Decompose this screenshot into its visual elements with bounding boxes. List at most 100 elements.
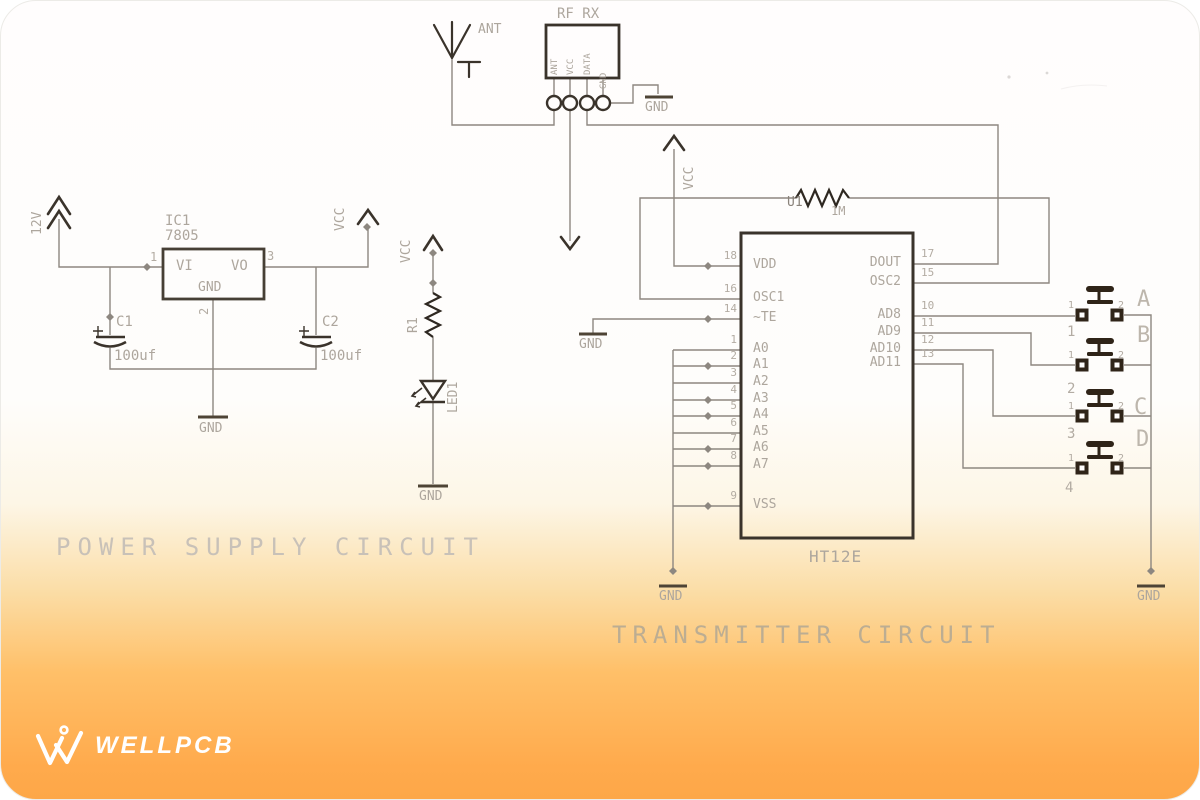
ic1-part: 7805 — [165, 228, 199, 244]
rf-pin-gnd: GND — [599, 72, 609, 89]
vcc-led-label: VCC — [399, 239, 414, 263]
button-d[interactable] — [1075, 441, 1124, 475]
wire-num-1: 1 — [1067, 324, 1076, 340]
btn-a-pin1: 1 — [1068, 300, 1075, 311]
btn-a-pin2: 2 — [1118, 300, 1125, 311]
rf-module-title: RF RX — [557, 6, 600, 22]
pin-num-8: 8 — [730, 449, 737, 462]
pin2-num: 2 — [197, 307, 211, 315]
pin-num-3: 3 — [730, 366, 737, 379]
btn-c-pin1: 1 — [1068, 401, 1075, 412]
btn-b-pin2: 2 — [1118, 350, 1125, 361]
encoder-ht12e-outline — [739, 231, 915, 540]
rf-pin-data: DATA — [583, 53, 593, 75]
pin-num-17: 17 — [921, 247, 935, 260]
pin-num-12: 12 — [921, 333, 935, 346]
r1-ref: R1 — [406, 317, 421, 333]
pin-name-a0: A0 — [753, 341, 769, 356]
pin-name-a3: A3 — [753, 391, 769, 406]
pin-name-dout: DOUT — [869, 255, 901, 270]
wire-num-4: 4 — [1065, 480, 1074, 496]
pin-num-6: 6 — [730, 416, 737, 429]
btn-b-pin1: 1 — [1068, 350, 1075, 361]
pin-vi-label: VI — [176, 258, 193, 274]
button-b[interactable] — [1075, 338, 1124, 372]
button-a[interactable] — [1075, 286, 1124, 322]
pin-num-15: 15 — [921, 266, 935, 279]
supply-arrows — [46, 133, 686, 252]
antenna-label: ANT — [478, 22, 502, 37]
c1-value: 100uf — [114, 348, 157, 364]
rf-pin-ant: ANT — [550, 58, 560, 75]
wire-num-3: 3 — [1067, 426, 1076, 442]
btn-d-pin1: 1 — [1068, 453, 1075, 464]
pin-num-7: 7 — [730, 432, 737, 445]
arrow-vcc-encoder — [662, 133, 686, 152]
antenna-icon — [432, 20, 482, 79]
pin-name-a2: A2 — [753, 374, 769, 389]
pin1-num: 1 — [150, 250, 158, 264]
pin-name-a4: A4 — [753, 407, 769, 422]
c2-value: 100uf — [320, 348, 363, 364]
resistor-u1 — [795, 187, 850, 209]
u1-value: 1M — [831, 204, 846, 218]
pin-name-a6: A6 — [753, 440, 769, 455]
pad-ant — [545, 94, 563, 112]
input-12v-label: 12V — [30, 211, 45, 235]
pin-name-a7: A7 — [753, 457, 769, 472]
pin-num-18: 18 — [723, 249, 737, 262]
pin-name-osc2: OSC2 — [869, 274, 901, 289]
encoder-title: HT12E — [809, 547, 863, 566]
arrow-12v — [46, 194, 72, 230]
gnd-rf-label: GND — [645, 100, 669, 115]
pin-num-14: 14 — [723, 302, 737, 315]
pin-num-5: 5 — [730, 399, 737, 412]
push-buttons — [1075, 286, 1124, 475]
pin-name-ad9: AD9 — [877, 324, 901, 339]
pin-name-osc1: OSC1 — [753, 290, 785, 305]
pin-name-vdd: VDD — [753, 257, 777, 272]
pin-num-11: 11 — [921, 316, 935, 329]
pad-vcc — [561, 94, 579, 112]
wire-num-2: 2 — [1067, 381, 1076, 397]
btn-d-pin2: 2 — [1118, 453, 1125, 464]
rf-module-outline — [544, 23, 621, 112]
pin-vo-label: VO — [231, 258, 248, 274]
rf-pin-vcc: VCC — [566, 58, 576, 75]
btn-c-pin2: 2 — [1118, 401, 1125, 412]
capacitor-c2 — [299, 326, 333, 348]
pin-name-ad10: AD10 — [869, 341, 901, 356]
button-c[interactable] — [1075, 389, 1124, 423]
regulator-7805-outline — [161, 247, 266, 301]
capacitor-c1 — [93, 326, 127, 348]
pin-name-a1: A1 — [753, 357, 769, 372]
pad-gnd — [594, 94, 612, 112]
transmitter-caption: TRANSMITTER CIRCUIT — [612, 621, 1001, 649]
power-supply-caption: POWER SUPPLY CIRCUIT — [56, 533, 485, 561]
ic1-ref: IC1 — [165, 213, 191, 229]
button-a-label: A — [1137, 287, 1151, 312]
led-icon — [410, 379, 448, 408]
wellpcb-logo-text: WELLPCB — [95, 732, 235, 759]
pin-num-4: 4 — [730, 383, 737, 396]
gnd-buttons-label: GND — [1137, 589, 1161, 604]
button-d-label: D — [1136, 427, 1150, 452]
pin-num-2: 2 — [730, 349, 737, 362]
pad-data — [578, 94, 596, 112]
u1-ref: U1 — [787, 195, 803, 210]
pin3-num: 3 — [267, 249, 275, 263]
junction-dots — [106, 223, 1155, 575]
pin-name-a5: A5 — [753, 424, 769, 439]
pin-name-ad11: AD11 — [869, 355, 901, 370]
pin-name-ad8: AD8 — [877, 307, 901, 322]
pin-name-vss: VSS — [753, 497, 777, 512]
vcc-encoder-label: VCC — [682, 166, 697, 190]
faint-marks — [1007, 71, 1108, 90]
led1-ref: LED1 — [446, 381, 461, 413]
gnd-te-label: GND — [579, 337, 603, 352]
wires — [58, 58, 1152, 571]
pin-gnd-label: GND — [198, 280, 222, 295]
pin-num-9: 9 — [730, 489, 737, 502]
